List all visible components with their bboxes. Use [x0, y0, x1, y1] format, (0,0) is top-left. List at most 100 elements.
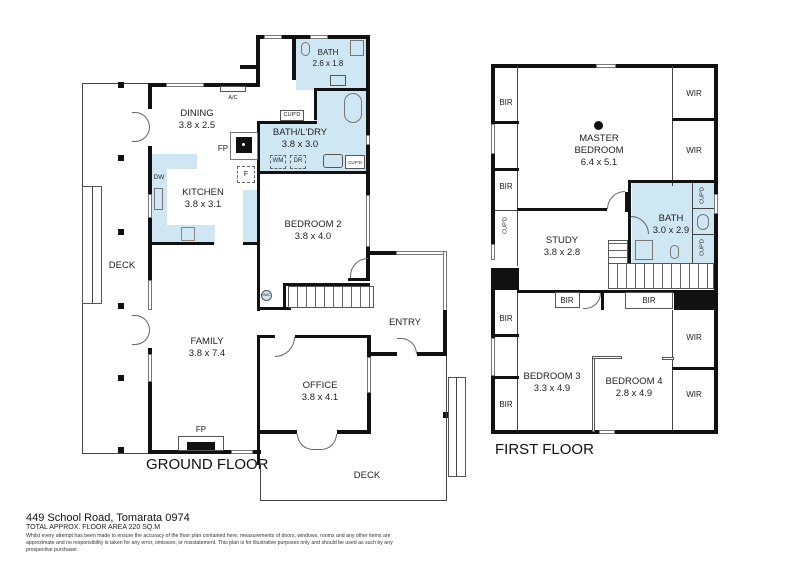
kitchen-counter-bottom: [151, 225, 215, 244]
room-label-bath: BATH 2.6 x 1.8: [312, 48, 344, 68]
wall: [491, 376, 519, 379]
window: [491, 338, 495, 376]
wall: [491, 121, 519, 124]
wall: [625, 192, 628, 212]
room-label-bedroom-3: BEDROOM 3 3.3 x 4.9: [523, 371, 581, 394]
window: [714, 194, 718, 214]
kitchen-counter-top: [151, 154, 197, 169]
window: [443, 251, 447, 315]
partition: [692, 234, 714, 235]
wall: [367, 335, 371, 357]
door-swing: [397, 338, 417, 354]
cupboard-label: CUP'D: [699, 187, 706, 204]
partition: [692, 183, 693, 263]
wall: [295, 335, 370, 338]
window: [366, 135, 370, 145]
wall: [491, 64, 596, 68]
wir-label: WIR: [686, 390, 702, 399]
window: [396, 251, 446, 255]
wall: [257, 121, 317, 124]
deck-outline: [260, 500, 446, 501]
room-label-deck-west: DECK: [108, 260, 136, 271]
wall: [491, 376, 495, 434]
wall: [148, 450, 238, 454]
fridge-space: [237, 166, 255, 183]
bathtub: [344, 93, 362, 123]
wall: [348, 278, 370, 281]
wall: [517, 208, 607, 211]
vanity: [330, 75, 346, 86]
light-fixture: [594, 121, 603, 130]
wall: [148, 242, 214, 245]
wall: [672, 118, 716, 121]
fridge-label: F: [243, 171, 249, 178]
bir-label: BIR: [499, 182, 513, 191]
bir-label: BIR: [642, 296, 656, 305]
bir-label: BIR: [499, 400, 513, 409]
deck-outline-bottom: [82, 453, 152, 454]
wall: [443, 310, 447, 355]
wall: [257, 430, 297, 434]
room-label-dining: DINING 3.8 x 2.5: [178, 108, 216, 131]
wall: [283, 283, 370, 286]
room-label-kitchen: KITCHEN 3.8 x 3.1: [182, 187, 224, 210]
wall: [367, 393, 371, 433]
wall: [328, 35, 370, 39]
wall: [367, 352, 397, 356]
cupboard-label: CUP'D: [699, 239, 706, 256]
wall: [257, 171, 370, 174]
first-floor-staircase: [608, 263, 714, 289]
wall: [337, 430, 371, 434]
wall: [283, 283, 286, 309]
cupboard: [345, 155, 365, 169]
wall-block: [491, 268, 519, 290]
wall: [257, 307, 291, 310]
deck-steps-east-line: [456, 377, 457, 477]
wall: [257, 335, 275, 338]
door-swing: [350, 258, 368, 278]
dryer-space: [290, 155, 306, 169]
wall: [366, 145, 370, 190]
kitchen-counter-right: [243, 190, 259, 244]
room-label-study: STUDY 3.8 x 2.8: [543, 235, 581, 258]
ground-floor-title: GROUND FLOOR: [146, 456, 269, 473]
wall: [366, 35, 370, 135]
fireplace-label: FP: [217, 144, 229, 153]
family-fireplace-hearth: [187, 442, 215, 450]
bir-box: [555, 292, 580, 308]
wall: [204, 83, 260, 87]
wall: [314, 88, 370, 91]
wall: [366, 251, 396, 255]
deck-steps-east: [448, 377, 466, 477]
wall: [601, 290, 716, 293]
wir-label: WIR: [686, 89, 702, 98]
window: [166, 83, 204, 87]
deck-outline: [260, 465, 261, 501]
partition: [672, 310, 673, 430]
room-label-bedroom-4: BEDROOM 4 2.8 x 4.9: [605, 376, 663, 399]
deck-post: [118, 155, 124, 161]
double-door: [132, 112, 150, 142]
wall: [366, 251, 370, 281]
window: [148, 194, 152, 218]
wall: [282, 35, 310, 39]
window: [148, 354, 152, 382]
partition: [692, 208, 714, 209]
door-swing: [607, 191, 625, 209]
wall: [292, 35, 296, 80]
wall: [148, 83, 166, 87]
partition: [517, 66, 518, 266]
wall: [491, 334, 519, 337]
window: [366, 195, 370, 247]
wall: [714, 214, 718, 434]
wall: [240, 65, 258, 69]
window: [599, 430, 615, 434]
wall: [714, 64, 718, 194]
deck-post: [118, 447, 124, 453]
deck-post: [118, 303, 124, 309]
room-label-deck-south: DECK: [353, 470, 381, 481]
deck-post: [118, 375, 124, 381]
door-swing: [583, 293, 601, 309]
window: [310, 35, 328, 39]
family-fireplace-label: FP: [195, 425, 207, 434]
